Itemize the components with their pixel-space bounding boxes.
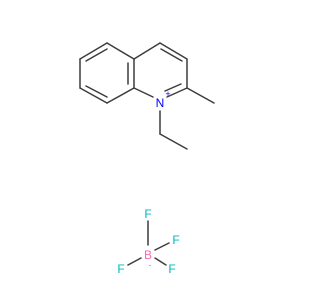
bond-b-f-left bbox=[127, 257, 142, 266]
fluorine-top-symbol: F bbox=[144, 207, 151, 221]
bond-c4a-c4 bbox=[133, 42, 161, 60]
bond-c2-n1 bbox=[166, 87, 188, 98]
molecule-structure-diagram: N + B - F F F F bbox=[79, 42, 215, 276]
nitrogen-atom: N + bbox=[156, 89, 171, 110]
tetrafluoroborate-anion: B - F F F F bbox=[117, 207, 179, 276]
bond-c8-c8a bbox=[106, 87, 135, 104]
fluorine-left-symbol: F bbox=[117, 262, 124, 276]
nitrogen-symbol: N bbox=[156, 96, 165, 110]
bond-c4a-c5 bbox=[106, 42, 135, 60]
bond-c5-c6 bbox=[79, 42, 108, 60]
bond-n1-c8a bbox=[133, 87, 154, 98]
quinolinium-cation: N + bbox=[79, 42, 215, 150]
bond-c7-c8-inner bbox=[85, 85, 108, 98]
boron-charge: - bbox=[149, 260, 152, 270]
bond-c4-c3 bbox=[159, 42, 188, 60]
bond-c6-c6-inner bbox=[85, 48, 108, 62]
bond-b-f-bottom bbox=[154, 257, 167, 266]
bond-c7-c8 bbox=[79, 87, 108, 104]
bond-ethyl-ch2-ch3 bbox=[159, 133, 188, 150]
nitrogen-charge: + bbox=[165, 89, 170, 99]
boron-symbol: B bbox=[144, 248, 152, 262]
boron-atom: B - bbox=[144, 248, 152, 270]
bond-c2-n1-inner bbox=[164, 83, 182, 92]
fluorine-bottom-symbol: F bbox=[168, 262, 175, 276]
bond-c2-methyl bbox=[186, 87, 215, 104]
bond-c4-c3-inner bbox=[160, 48, 183, 62]
bond-b-f-right bbox=[154, 242, 170, 251]
fluorine-right-symbol: F bbox=[172, 233, 179, 247]
